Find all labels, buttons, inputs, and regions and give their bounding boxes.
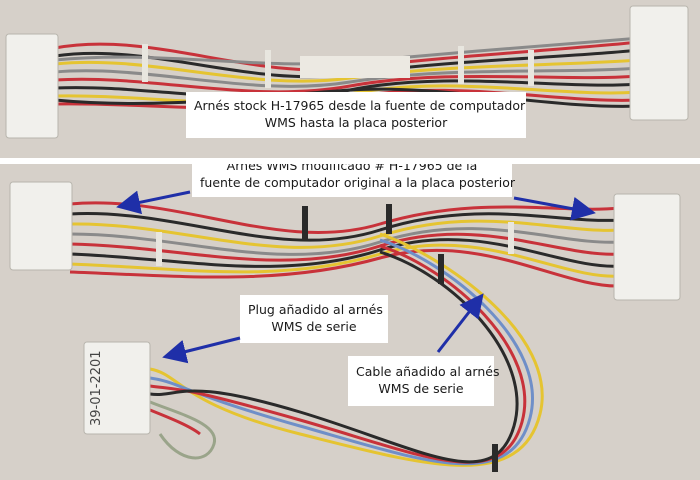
connector-right-bottom — [613, 193, 681, 301]
caption-stock-line2: WMS hasta la placa posterior — [264, 115, 448, 130]
caption-cable-line2: WMS de serie — [378, 381, 464, 396]
caption-cable-line1: Cable añadido al arnés — [356, 364, 500, 379]
wire-bundle-main — [69, 201, 621, 288]
connector-left-top — [5, 33, 59, 139]
caption-modified-line2: fuente de computador original a la placa… — [200, 175, 516, 190]
cable-ties-bottom — [302, 204, 498, 472]
caption-modified-line1: Arnés WMS modificado # H-17965 de la — [226, 164, 478, 173]
caption-stock-harness: Arnés stock H-17965 desde la fuente de c… — [186, 92, 526, 138]
photo-stock-harness: Arnés stock H-17965 desde la fuente de c… — [0, 0, 700, 158]
caption-plug-line2: WMS de serie — [271, 319, 357, 334]
connector-right-top — [629, 5, 689, 121]
label-tape — [300, 56, 410, 78]
connector-left-bottom — [9, 181, 73, 271]
photo-modified-harness: 39-01-2201 Arnés WMS modificado # H-1796… — [0, 164, 700, 480]
added-plug: 39-01-2201 — [83, 341, 151, 435]
photo-divider — [0, 158, 700, 164]
wire-loop-added — [149, 232, 544, 467]
cable-ties-top — [142, 44, 534, 88]
caption-added-plug: Plug añadido al arnés WMS de serie — [240, 295, 388, 343]
caption-modified-harness: Arnés WMS modificado # H-17965 de la fue… — [192, 164, 516, 197]
caption-added-cable: Cable añadido al arnés WMS de serie — [348, 356, 500, 406]
caption-plug-line1: Plug añadido al arnés — [248, 302, 383, 317]
stock-harness-drawing — [5, 5, 689, 139]
cable-ties-white — [156, 222, 514, 266]
plug-part-number: 39-01-2201 — [89, 350, 104, 426]
caption-stock-line1: Arnés stock H-17965 desde la fuente de c… — [194, 98, 526, 113]
